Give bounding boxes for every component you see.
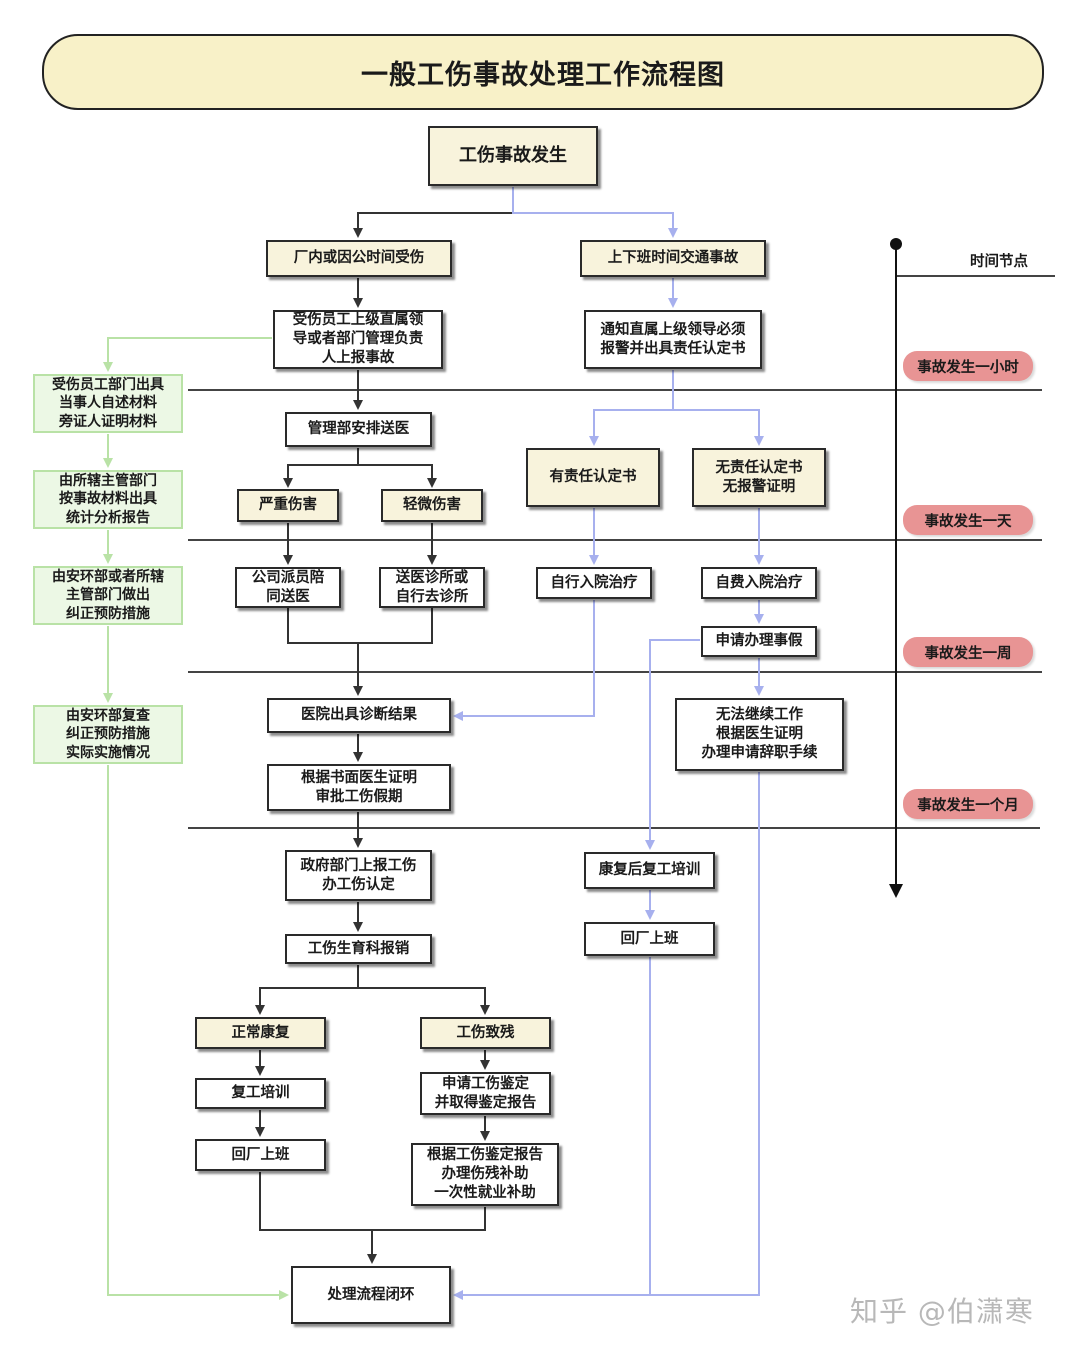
- time-tag-one-month: 事故发生一个月: [903, 789, 1033, 819]
- node-escort-hospital: 公司派员陪 同送医: [235, 567, 341, 608]
- node-normal-recovery: 正常康复: [195, 1017, 326, 1049]
- timeline-label: 时间节点: [970, 254, 1028, 270]
- node-commute-accident: 上下班时间交通事故: [580, 240, 766, 277]
- node-appraisal: 申请工伤鉴定 并取得鉴定报告: [420, 1072, 551, 1115]
- node-apply-personal-leave: 申请办理事假: [701, 626, 817, 657]
- node-recovery-training: 康复后复工培训: [584, 852, 715, 889]
- node-compensation: 根据工伤鉴定报告 办理伤残补助 一次性就业补助: [411, 1143, 559, 1206]
- time-tag-one-hour: 事故发生一小时: [903, 351, 1033, 381]
- node-return-work-right: 回厂上班: [584, 922, 715, 956]
- node-report-leader: 受伤员工上级直属领 导或者部门管理负责 人上报事故: [273, 310, 443, 369]
- node-send-hospital: 管理部安排送医: [285, 412, 432, 447]
- node-gov-report: 政府部门上报工伤 办工伤认定: [285, 850, 432, 901]
- node-notify-police: 通知直属上级领导必须 报警并出具责任认定书: [584, 310, 762, 369]
- node-clinic: 送医诊所或 自行去诊所: [379, 567, 485, 608]
- node-return-work-left: 回厂上班: [195, 1139, 326, 1171]
- side-note-review: 由安环部复查 纠正预防措施 实际实施情况: [33, 705, 183, 764]
- node-severe-injury: 严重伤害: [237, 489, 339, 522]
- time-tag-one-day: 事故发生一天: [903, 505, 1033, 535]
- node-approve-leave: 根据书面医生证明 审批工伤假期: [267, 764, 451, 811]
- node-no-liability: 无责任认定书 无报警证明: [692, 448, 826, 507]
- node-insurance-claim: 工伤生育科报销: [285, 934, 432, 964]
- node-disability: 工伤致残: [420, 1017, 551, 1049]
- time-separators: [188, 275, 1055, 829]
- page-title: 一般工伤事故处理工作流程图: [42, 34, 1044, 110]
- node-return-training: 复工培训: [195, 1078, 326, 1109]
- watermark: 知乎 @伯潇寒: [850, 1295, 1034, 1328]
- side-note-corrective-actions: 由安环部或者所辖 主管部门做出 纠正预防措施: [33, 566, 183, 625]
- side-note-analysis-report: 由所辖主管部门 按事故材料出具 统计分析报告: [33, 470, 183, 529]
- timeline-axis: [889, 238, 903, 898]
- node-self-hospital: 自行入院治疗: [536, 567, 652, 599]
- node-work-injury: 厂内或因公时间受伤: [266, 240, 452, 277]
- time-tag-one-week: 事故发生一周: [903, 637, 1033, 667]
- node-cannot-work: 无法继续工作 根据医生证明 办理申请辞职手续: [675, 698, 844, 771]
- node-hospital-diagnosis: 医院出具诊断结果: [267, 698, 451, 733]
- node-accident-occurs: 工伤事故发生: [428, 126, 598, 186]
- node-self-paid-hospital: 自费入院治疗: [701, 567, 817, 599]
- node-liable-certificate: 有责任认定书: [526, 448, 660, 507]
- side-note-statements: 受伤员工部门出具 当事人自述材料 旁证人证明材料: [33, 374, 183, 433]
- node-close-loop: 处理流程闭环: [291, 1266, 451, 1324]
- node-minor-injury: 轻微伤害: [381, 489, 483, 522]
